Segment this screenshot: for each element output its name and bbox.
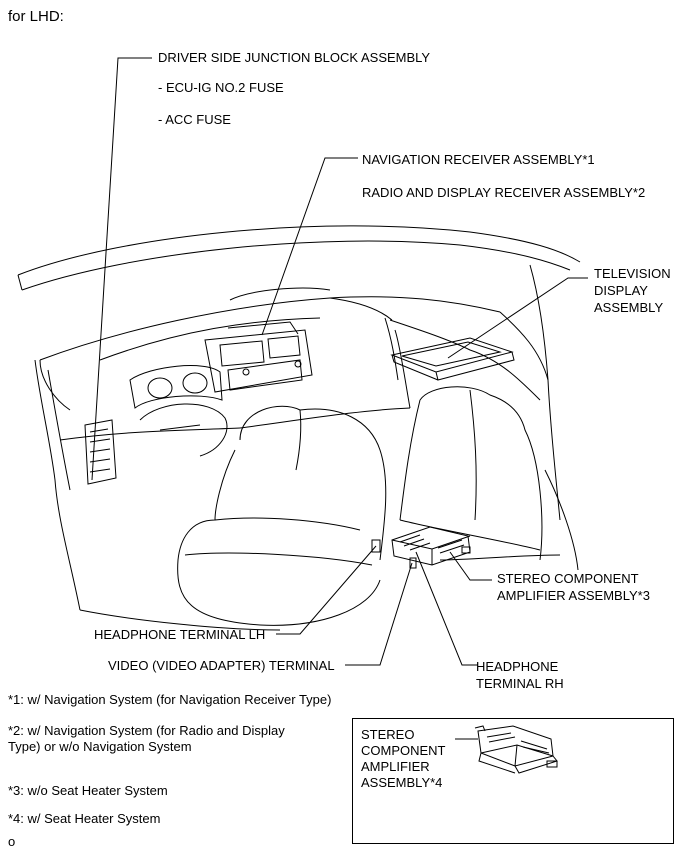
label-radio-display: RADIO AND DISPLAY RECEIVER ASSEMBLY*2 [362,185,646,200]
label-ecu-fuse: - ECU-IG NO.2 FUSE [158,80,284,95]
inset-amplifier-illustration [455,725,558,774]
footer-marker: o [8,834,16,849]
inset-box: STEREO COMPONENT AMPLIFIER ASSEMBLY*4 [352,718,674,844]
leader-tv [447,277,588,359]
label-stereo-amp: STEREO COMPONENT AMPLIFIER ASSEMBLY*3 [497,571,650,603]
inset-label: STEREO COMPONENT AMPLIFIER ASSEMBLY*4 [361,727,446,790]
video-terminal-shape [409,557,417,569]
leader-headphone-rh [415,551,478,666]
note-3: *3: w/o Seat Heater System [8,783,168,798]
note-2a: *2: w/ Navigation System (for Radio and … [8,723,285,738]
label-acc-fuse: - ACC FUSE [158,112,231,127]
note-1: *1: w/ Navigation System (for Navigation… [8,692,332,707]
leader-headphone-lh [276,545,377,635]
instrument-cluster-outline [129,365,223,409]
left-seat-outline [239,405,387,561]
label-nav-receiver: NAVIGATION RECEIVER ASSEMBLY*1 [362,152,595,167]
label-headphone-rh: HEADPHONE TERMINAL RH [476,659,564,691]
label-headphone-lh: HEADPHONE TERMINAL LH [94,627,266,642]
windshield-outline [17,225,581,276]
note-2b: Type) or w/o Navigation System [8,739,192,754]
junction-block-shape [84,419,117,485]
page-header: for LHD: [8,8,64,25]
leader-amp [449,551,492,581]
dashboard-outline [39,296,501,361]
leader-nav [261,157,358,336]
label-driver-jb: DRIVER SIDE JUNCTION BLOCK ASSEMBLY [158,50,431,65]
leader-video [345,562,413,666]
right-seat-outline [419,386,543,561]
label-video-terminal: VIDEO (VIDEO ADAPTER) TERMINAL [108,658,335,673]
center-stack-outline [204,329,313,393]
note-4: *4: w/ Seat Heater System [8,811,161,826]
leader-driver-jb [91,57,152,481]
headphone-lh-shape [371,539,381,553]
label-tv-display: TELEVISION DISPLAY ASSEMBLY [594,266,671,315]
